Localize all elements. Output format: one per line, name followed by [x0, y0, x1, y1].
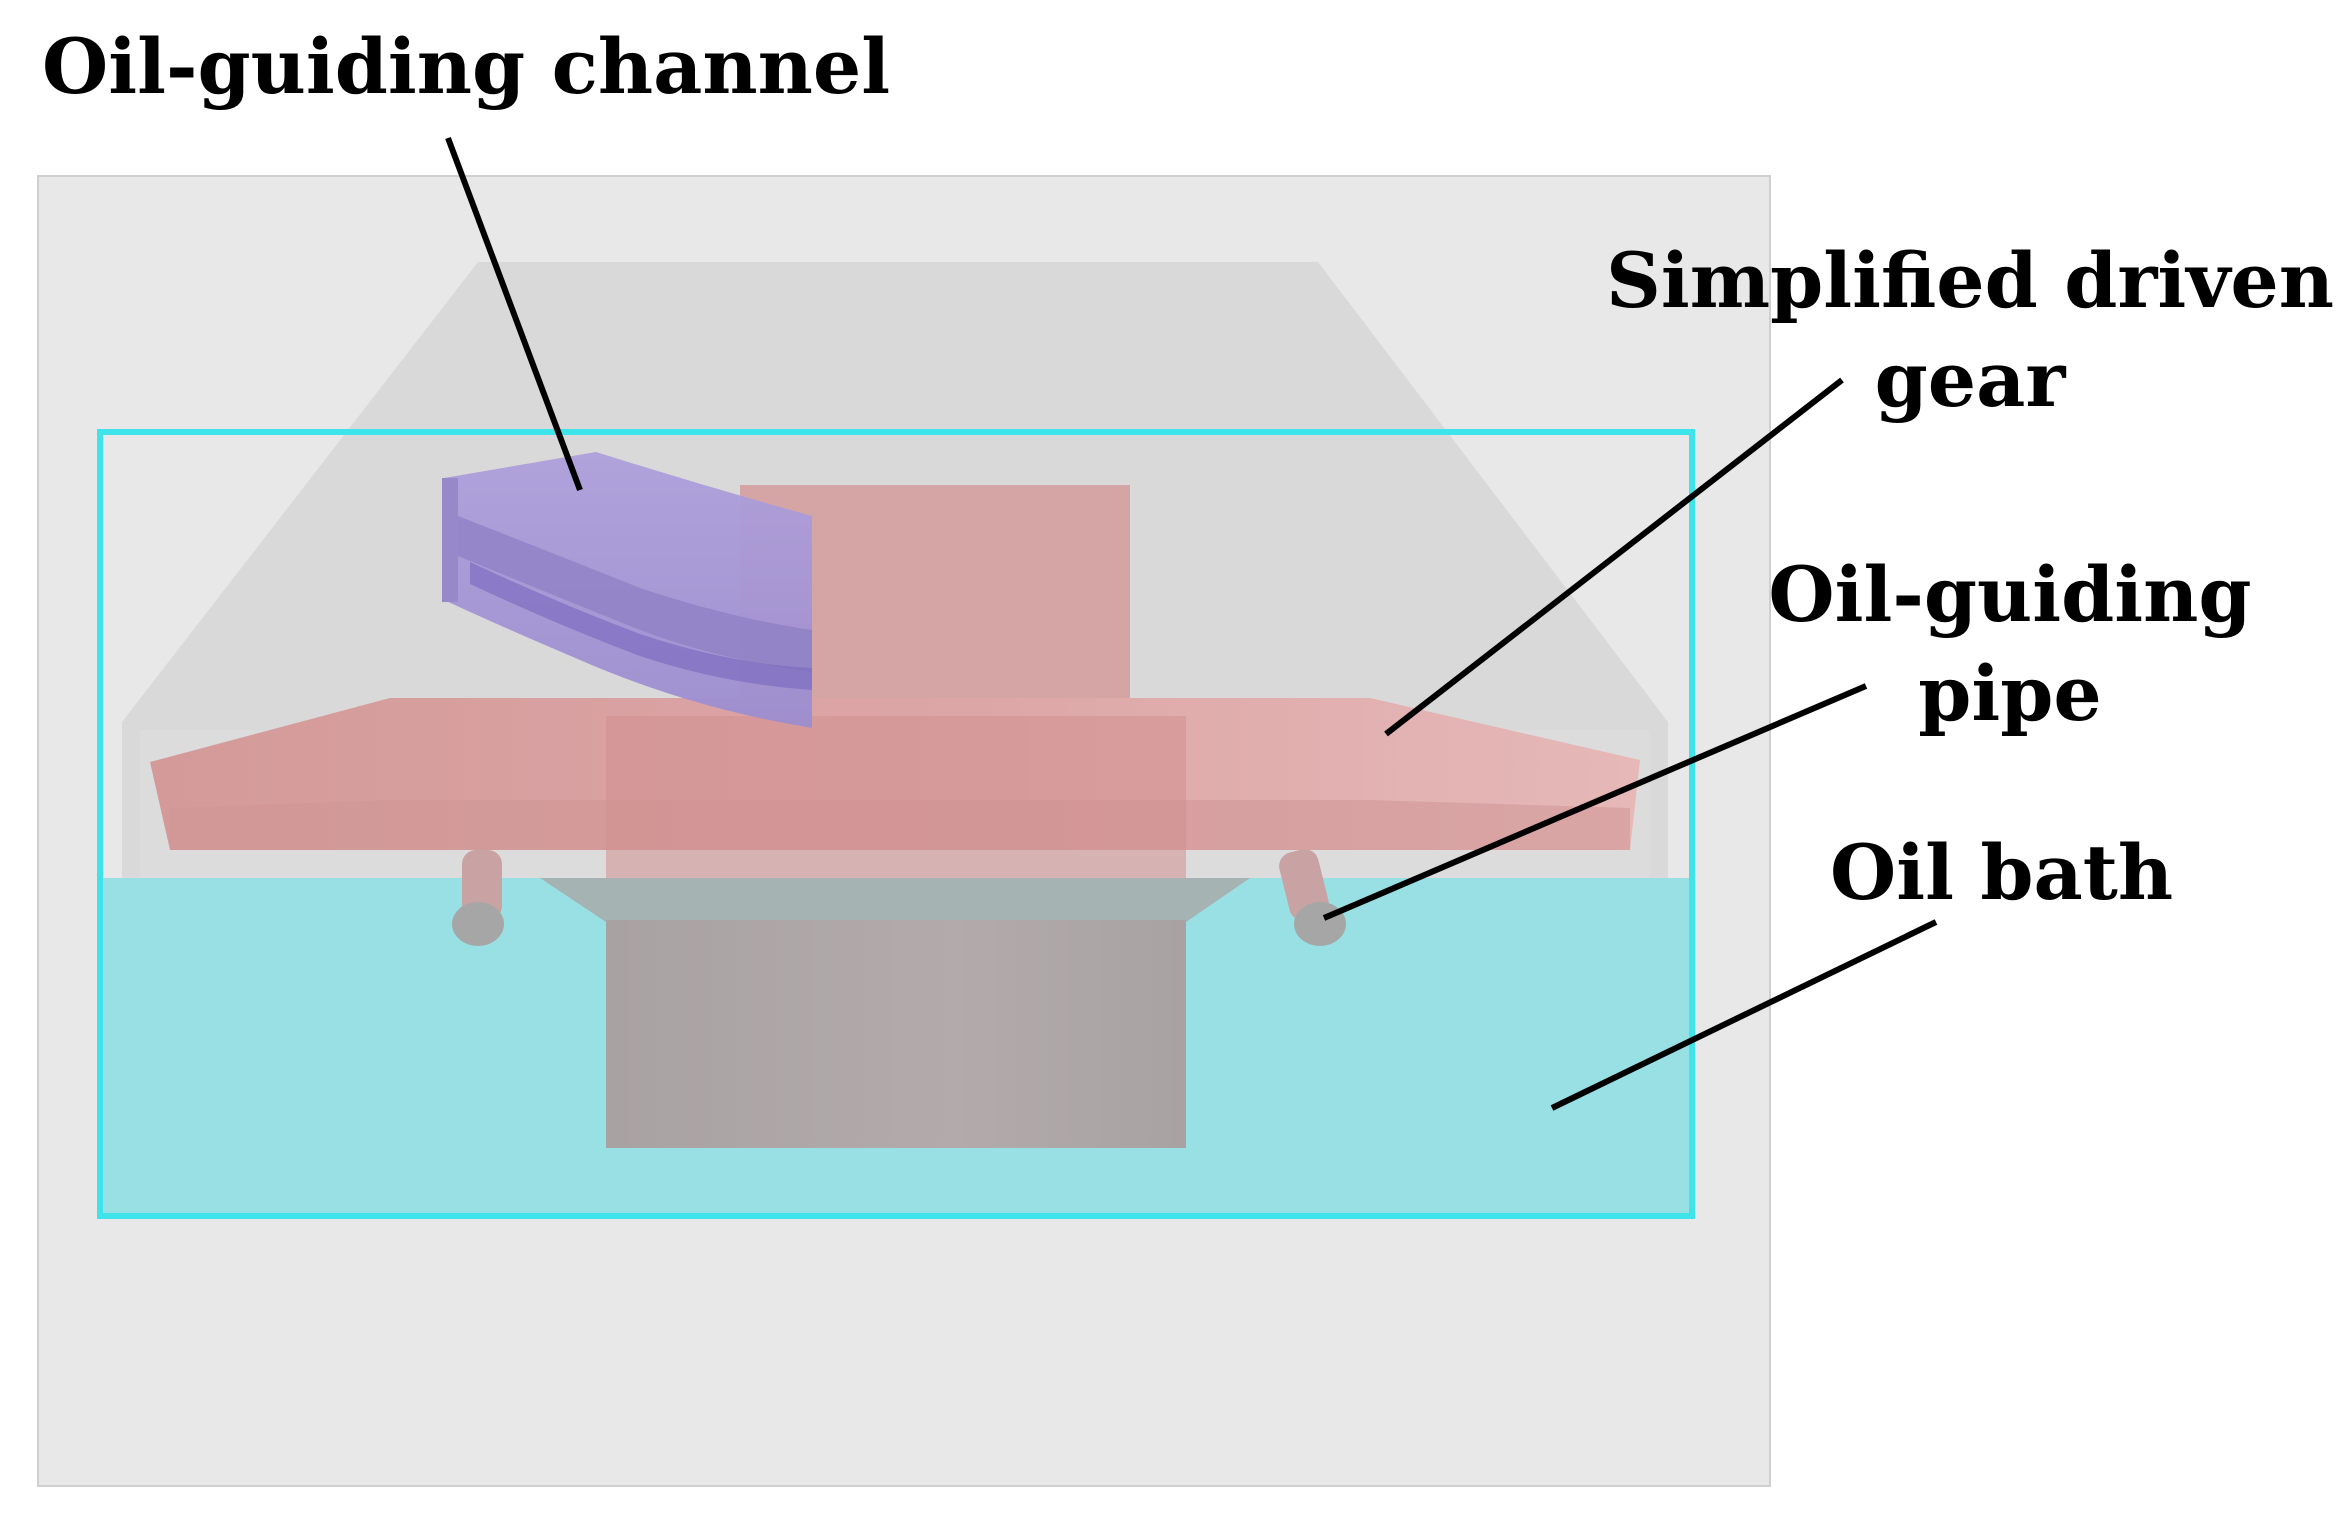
oil-guiding-channel-shape	[442, 452, 812, 728]
label-oil-guiding-pipe-line2: pipe	[1918, 648, 2102, 738]
label-simplified-driven-gear-line1: Simplified driven	[1605, 236, 2335, 325]
gear-core	[606, 716, 1186, 880]
leader-line-oil-bath	[1550, 919, 1938, 1111]
label-simplified-driven-gear: Simplified driven gear	[1600, 232, 2340, 430]
label-oil-guiding-pipe: Oil-guiding pipe	[1740, 546, 2280, 744]
gear-shaft-funnel	[540, 878, 1250, 922]
leader-line-oil-guiding-channel	[445, 136, 583, 492]
leader-line-simplified-driven-gear	[1384, 377, 1844, 737]
oil-guiding-pipe-left	[452, 850, 504, 946]
label-simplified-driven-gear-line2: gear	[1874, 334, 2066, 424]
fluid-domain-outline	[97, 429, 1695, 1219]
label-oil-guiding-pipe-line1: Oil-guiding	[1768, 550, 2252, 639]
leader-line-oil-guiding-pipe	[1322, 683, 1868, 921]
gear-shaft-submerged	[606, 920, 1186, 1148]
label-oil-guiding-channel: Oil-guiding channel	[42, 22, 891, 111]
label-oil-bath: Oil bath	[1830, 828, 2174, 917]
